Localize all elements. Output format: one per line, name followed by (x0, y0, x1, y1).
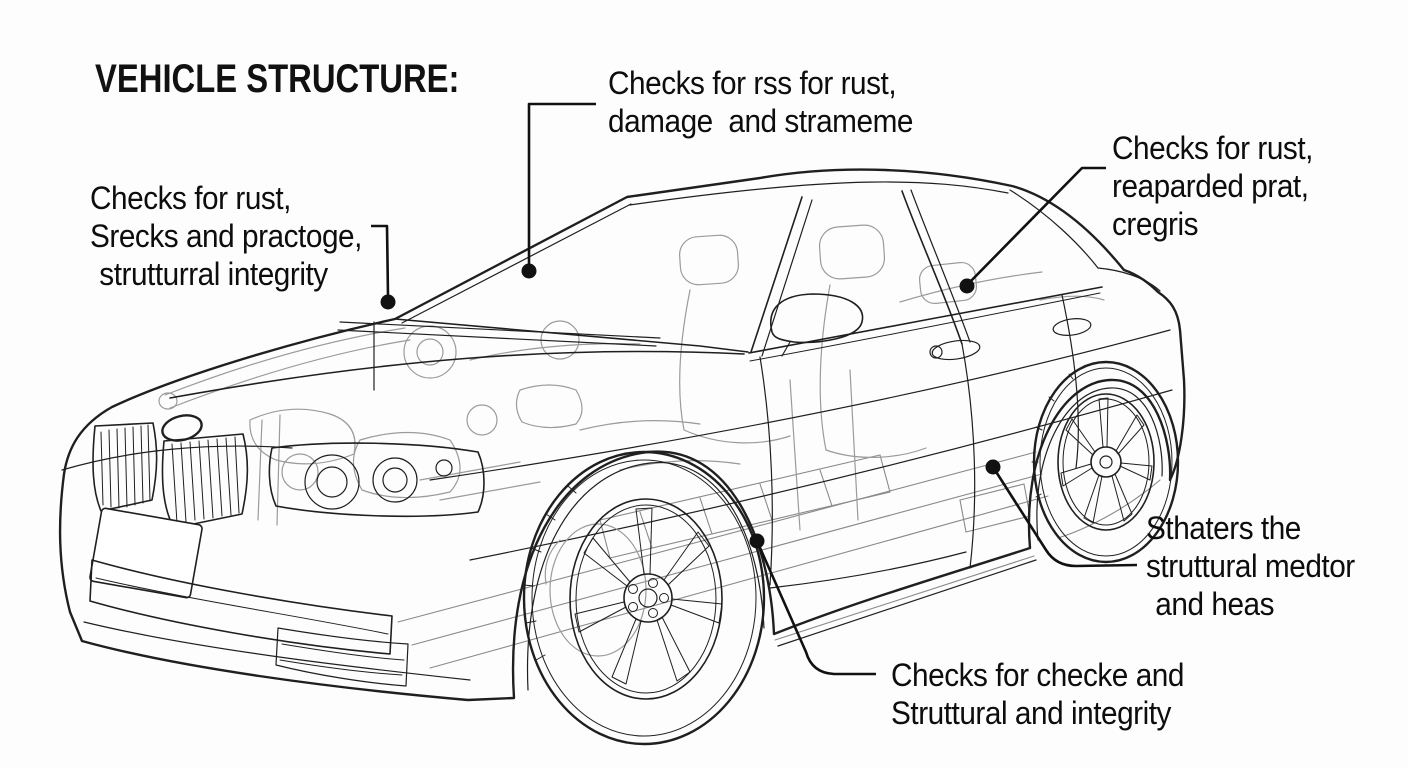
callout-line: strutturral integrity (99, 256, 328, 292)
dot-sill (749, 533, 765, 549)
callout-front-fender: Checks for rust, Srecks and practoge, st… (90, 179, 362, 293)
leader-front-fender (371, 224, 390, 297)
callout-sill: Checks for checke and Struttural and int… (891, 656, 1184, 732)
dot-cowl (521, 263, 537, 279)
callout-leaders (371, 102, 1138, 676)
callout-line: damage and strameme (608, 103, 913, 139)
callout-line: Checks for rust, (90, 180, 291, 216)
callout-line: Sthaters the (1146, 510, 1301, 546)
callout-cowl-hood: Checks for rss for rust, damage and stra… (608, 64, 913, 140)
callout-rear-rocker: Sthaters the struttural medtor and heas (1146, 509, 1355, 623)
rear-wheel (1031, 360, 1180, 564)
leader-rear-rocker (991, 466, 1138, 568)
callout-line: Struttural and integrity (891, 695, 1171, 731)
callout-line: Srecks and practoge, (90, 218, 362, 254)
page-title: VEHICLE STRUCTURE: (95, 57, 460, 101)
front-fascia (61, 414, 485, 687)
leader-b-pillar (966, 166, 1106, 286)
interior-seats (679, 224, 1105, 531)
callout-line: cregris (1112, 206, 1199, 242)
greenhouse (337, 181, 1161, 589)
callout-line: Checks for rss for rust, (608, 65, 897, 101)
leader-cowl (527, 102, 596, 264)
dot-b-pillar (959, 278, 975, 294)
callout-line: and heas (1155, 586, 1275, 622)
dot-front-fender (380, 294, 396, 310)
callout-b-pillar: Checks for rust, reaparded prat, cregris (1112, 129, 1313, 243)
car-body-outline (58, 168, 1186, 702)
leader-sill (755, 540, 876, 676)
callout-line: struttural medtor (1146, 548, 1355, 584)
callout-line: Checks for rust, (1112, 130, 1313, 166)
callout-line: reaparded prat, (1112, 168, 1309, 204)
dot-rear-rocker (985, 459, 1001, 475)
underbody-lines (397, 451, 1161, 669)
callout-line: Checks for checke and (891, 657, 1184, 693)
front-wheel (522, 450, 766, 746)
